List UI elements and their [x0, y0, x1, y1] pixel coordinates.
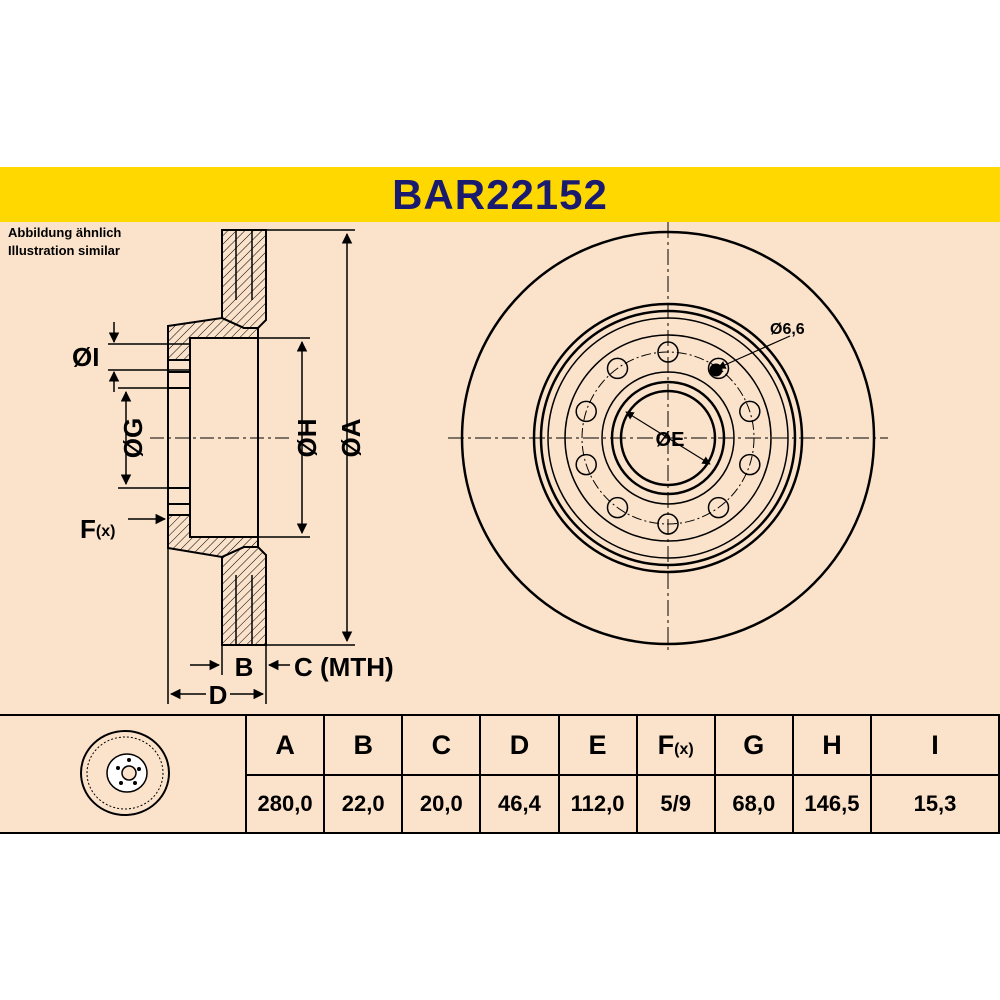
- label-dim-H: ØH: [292, 419, 322, 458]
- label-bolt-hole: Ø6,6: [770, 321, 805, 338]
- header-F: F(x): [635, 714, 716, 776]
- value-I: 15,3: [870, 774, 1000, 834]
- value-A: 280,0: [244, 774, 326, 834]
- label-dim-A: ØA: [336, 418, 366, 457]
- bolt-hole-section-lower: [167, 487, 191, 505]
- label-dim-C: C (MTH): [294, 652, 394, 682]
- header-E: E: [557, 714, 638, 776]
- friction-ring-upper: [221, 229, 267, 329]
- dimension-G: [118, 387, 168, 489]
- label-dim-G: ØG: [118, 418, 148, 458]
- bolt-hole: [606, 357, 629, 380]
- header-A: A: [244, 714, 326, 776]
- bolt-hole: [707, 357, 730, 380]
- small-hole: [709, 363, 723, 377]
- header-G: G: [713, 714, 794, 776]
- title-band: BAR22152: [0, 167, 1000, 222]
- part-number-title: BAR22152: [392, 170, 608, 218]
- bolt-hole: [575, 400, 597, 423]
- note-line-de: Abbildung ähnlich: [8, 225, 122, 240]
- dimension-I: [108, 322, 190, 392]
- bolt-hole-leader: [717, 335, 791, 369]
- label-dim-F: F(x): [80, 514, 115, 544]
- value-G: 68,0: [713, 774, 794, 834]
- dimension-E-leader: [625, 411, 711, 465]
- dimension-D: [167, 515, 267, 704]
- dimension-B: [190, 645, 290, 675]
- label-dim-D: D: [209, 680, 228, 710]
- table-header-row: A B C D E F(x) G H I: [0, 714, 1000, 834]
- value-C: 20,0: [401, 774, 482, 834]
- value-H: 146,5: [791, 774, 873, 834]
- label-dim-B: B: [235, 652, 254, 682]
- dimension-H: [258, 337, 310, 538]
- header-B: B: [323, 714, 404, 776]
- dimension-A: [266, 229, 355, 646]
- note-line-en: Illustration similar: [8, 243, 120, 258]
- friction-ring-lower: [221, 546, 267, 646]
- label-dim-I: ØI: [72, 342, 99, 372]
- header-C: C: [401, 714, 482, 776]
- header-H: H: [791, 714, 873, 776]
- bolt-hole: [739, 453, 761, 476]
- technical-drawing: ØA ØH ØG ØI F(x) B C (MTH) D: [72, 222, 888, 710]
- bolt-hole: [707, 496, 730, 519]
- bolt-hole: [575, 453, 597, 476]
- spec-table: A B C D E F(x) G H I 280,0 22,0 20,0 46,…: [0, 714, 1000, 834]
- bolt-hole-section-upper: [167, 371, 191, 389]
- value-D: 46,4: [479, 774, 560, 834]
- disc-thumbnail-icon: [79, 729, 170, 816]
- thumbnail-cell: [0, 714, 247, 834]
- table-value-row: 280,0 22,0 20,0 46,4 112,0 5/9 68,0 146,…: [0, 774, 1000, 834]
- label-dim-E: ØE: [656, 429, 685, 451]
- bolt-hole: [739, 400, 761, 423]
- header-band: [0, 167, 1000, 222]
- header-I: I: [870, 714, 1000, 776]
- bolt-hole: [606, 496, 629, 519]
- header-D: D: [479, 714, 560, 776]
- value-E: 112,0: [557, 774, 638, 834]
- value-F: 5/9: [635, 774, 716, 834]
- illustration-note: Abbildung ähnlich Illustration similar: [8, 224, 121, 260]
- value-B: 22,0: [323, 774, 404, 834]
